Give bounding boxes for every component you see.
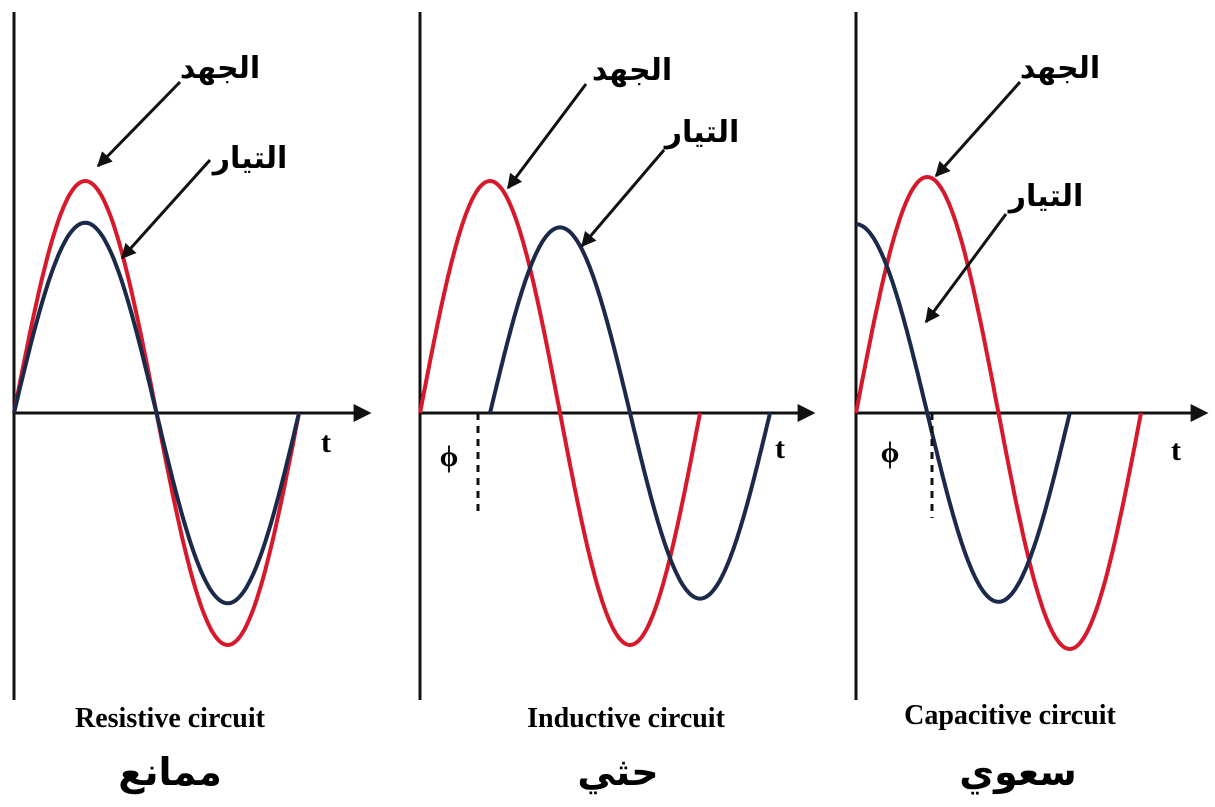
caption-arabic: سعوي bbox=[959, 750, 1076, 794]
voltage-wave bbox=[854, 174, 1143, 652]
panel-resistive: الجهد التيار t Resistive circuit ممانع bbox=[12, 12, 372, 794]
voltage-pointer-arrow bbox=[934, 81, 1022, 178]
caption-arabic: ممانع bbox=[118, 750, 222, 794]
caption-english: Resistive circuit bbox=[75, 703, 266, 734]
current-label: التيار bbox=[1007, 179, 1084, 214]
current-pointer-arrow bbox=[580, 149, 666, 248]
current-wave bbox=[12, 220, 301, 606]
current-label: التيار bbox=[663, 115, 740, 150]
time-axis-label: t bbox=[775, 432, 785, 465]
voltage-pointer-arrow bbox=[506, 83, 588, 190]
caption-arabic: حثي bbox=[577, 750, 658, 794]
voltage-label: الجهد bbox=[1020, 51, 1100, 86]
phase-label: ϕ bbox=[440, 440, 459, 473]
current-label: التيار bbox=[211, 141, 288, 176]
current-pointer-arrow bbox=[120, 158, 212, 260]
caption-english: Inductive circuit bbox=[527, 703, 725, 734]
time-axis-label: t bbox=[1171, 434, 1181, 467]
time-axis-label: t bbox=[321, 426, 331, 459]
voltage-pointer-arrow bbox=[96, 80, 182, 168]
current-wave bbox=[855, 222, 1072, 604]
panel-capacitive: ϕ الجهد التيار t Capacitive circuit سعوي bbox=[854, 12, 1209, 794]
voltage-label: الجهد bbox=[180, 51, 260, 86]
current-wave bbox=[488, 225, 772, 601]
panel-inductive: ϕ الجهد التيار t Inductive circuit حثي bbox=[418, 12, 816, 794]
phase-label: ϕ bbox=[881, 436, 900, 469]
caption-english: Capacitive circuit bbox=[904, 700, 1116, 731]
current-pointer-arrow bbox=[924, 213, 1008, 324]
voltage-wave bbox=[418, 178, 702, 648]
voltage-label: الجهد bbox=[592, 53, 672, 88]
